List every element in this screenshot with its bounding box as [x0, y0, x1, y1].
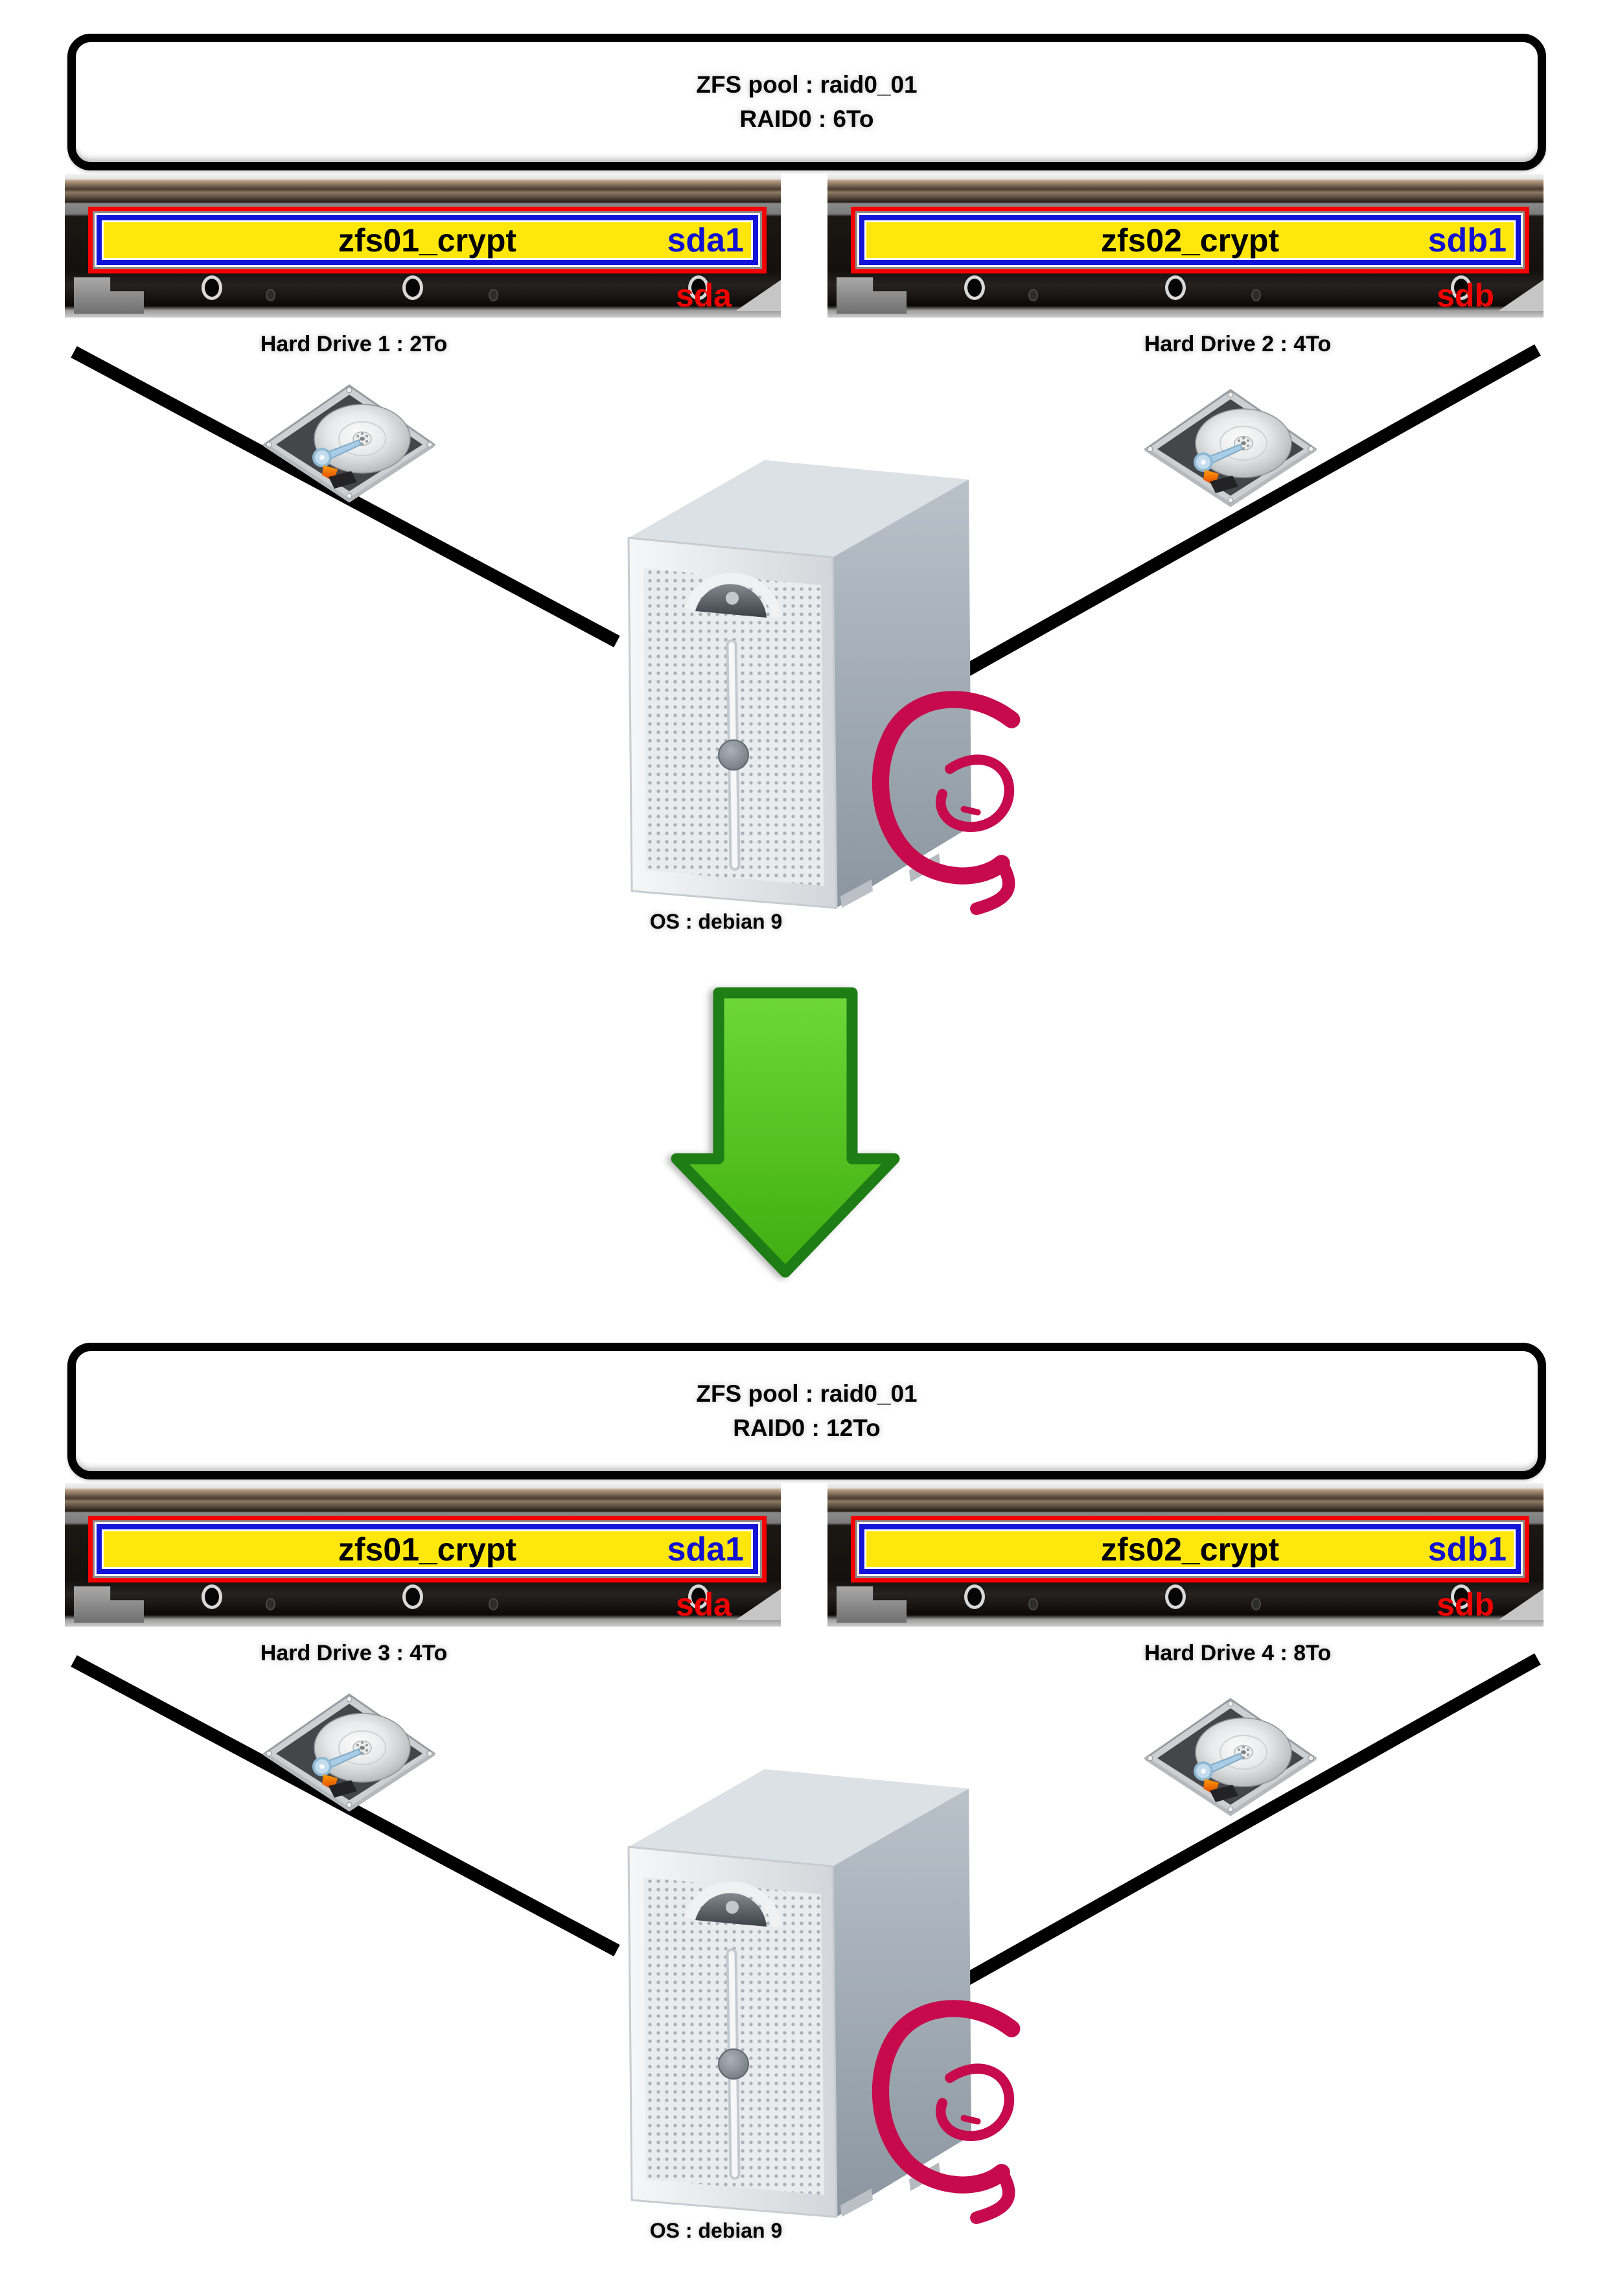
screw-hole-icon — [402, 275, 423, 300]
connector-line — [957, 1653, 1541, 1989]
device-name: sda — [675, 277, 732, 314]
partition-name: zfs02_crypt — [1100, 222, 1280, 259]
partition-name: zfs01_crypt — [338, 1531, 517, 1568]
drive-caption: Hard Drive 3 : 4To — [260, 1641, 448, 1665]
screw-hole-icon — [1165, 275, 1186, 300]
hard-drive-photo: zfs01_crypt sda1 sda — [65, 174, 781, 318]
green-down-arrow-icon — [671, 987, 900, 1278]
device-name: sdb — [1437, 277, 1494, 314]
server-tower-icon — [629, 1769, 971, 2217]
screw-hole-icon — [688, 275, 709, 300]
screw-hole-icon — [1028, 289, 1038, 301]
screw-hole-icon — [1028, 1598, 1038, 1610]
connector-line — [957, 344, 1541, 680]
partition-label: zfs02_crypt sdb1 — [859, 1524, 1521, 1574]
hard-drive-photo: zfs02_crypt sdb1 sdb — [827, 1483, 1543, 1627]
screw-hole-icon — [964, 275, 985, 300]
pool-title: ZFS pool : raid0_01 — [696, 1380, 918, 1407]
screw-hole-icon — [266, 1598, 275, 1610]
drive-bracket — [74, 277, 144, 314]
screw-hole-icon — [1165, 1584, 1186, 1609]
screw-hole-icon — [402, 1584, 423, 1609]
hdd-open-icon — [264, 1695, 434, 1809]
drive-bracket — [74, 1586, 144, 1623]
device-name: sdb — [1437, 1586, 1494, 1623]
os-label: OS : debian 9 — [649, 2219, 783, 2242]
drive-caption: Hard Drive 4 : 8To — [1144, 1641, 1332, 1665]
pool-capacity: RAID0 : 12To — [733, 1414, 881, 1441]
screw-hole-icon — [489, 289, 498, 301]
screw-hole-icon — [266, 289, 275, 301]
drive-corner — [735, 280, 781, 311]
screw-hole-icon — [202, 1584, 222, 1609]
partition-device: sdb1 — [1428, 221, 1507, 259]
pool-capacity: RAID0 : 6To — [739, 105, 874, 132]
partition-device: sdb1 — [1428, 1530, 1507, 1568]
screw-hole-icon — [1251, 289, 1261, 301]
screw-hole-icon — [964, 1584, 985, 1609]
screw-hole-icon — [688, 1584, 709, 1609]
hdd-open-icon — [264, 386, 434, 500]
screw-hole-icon — [1451, 1584, 1472, 1609]
partition-device: sda1 — [667, 1530, 744, 1568]
hard-drive-photo: zfs01_crypt sda1 sda — [65, 1483, 781, 1627]
device-name: sda — [675, 1586, 732, 1623]
drive-corner — [735, 1589, 781, 1620]
pool-title: ZFS pool : raid0_01 — [696, 71, 918, 98]
drive-caption: Hard Drive 2 : 4To — [1144, 332, 1332, 356]
partition-overlay: zfs02_crypt sdb1 — [851, 1516, 1529, 1583]
partition-label: zfs01_crypt sda1 — [97, 215, 758, 265]
zfs-pool-box-after: ZFS pool : raid0_01 RAID0 : 12To — [67, 1343, 1546, 1479]
partition-name: zfs02_crypt — [1100, 1531, 1280, 1568]
drive-bracket — [837, 1586, 907, 1623]
os-label: OS : debian 9 — [649, 910, 783, 933]
screw-hole-icon — [1451, 275, 1472, 300]
drive-corner — [1498, 280, 1543, 311]
screw-hole-icon — [202, 275, 222, 300]
partition-device: sda1 — [667, 221, 744, 259]
drive-corner — [1498, 1589, 1543, 1620]
drive-bracket — [837, 277, 907, 314]
partition-label: zfs01_crypt sda1 — [97, 1524, 758, 1574]
screw-hole-icon — [1251, 1598, 1261, 1610]
partition-overlay: zfs02_crypt sdb1 — [851, 207, 1529, 273]
partition-overlay: zfs01_crypt sda1 — [88, 207, 767, 273]
partition-overlay: zfs01_crypt sda1 — [88, 1516, 767, 1583]
server-tower-icon — [629, 460, 971, 908]
zfs-pool-box-before: ZFS pool : raid0_01 RAID0 : 6To — [67, 34, 1546, 170]
drive-caption: Hard Drive 1 : 2To — [260, 332, 448, 356]
hard-drive-photo: zfs02_crypt sdb1 sdb — [827, 174, 1543, 318]
partition-name: zfs01_crypt — [338, 222, 517, 259]
screw-hole-icon — [489, 1598, 498, 1610]
partition-label: zfs02_crypt sdb1 — [859, 215, 1521, 265]
